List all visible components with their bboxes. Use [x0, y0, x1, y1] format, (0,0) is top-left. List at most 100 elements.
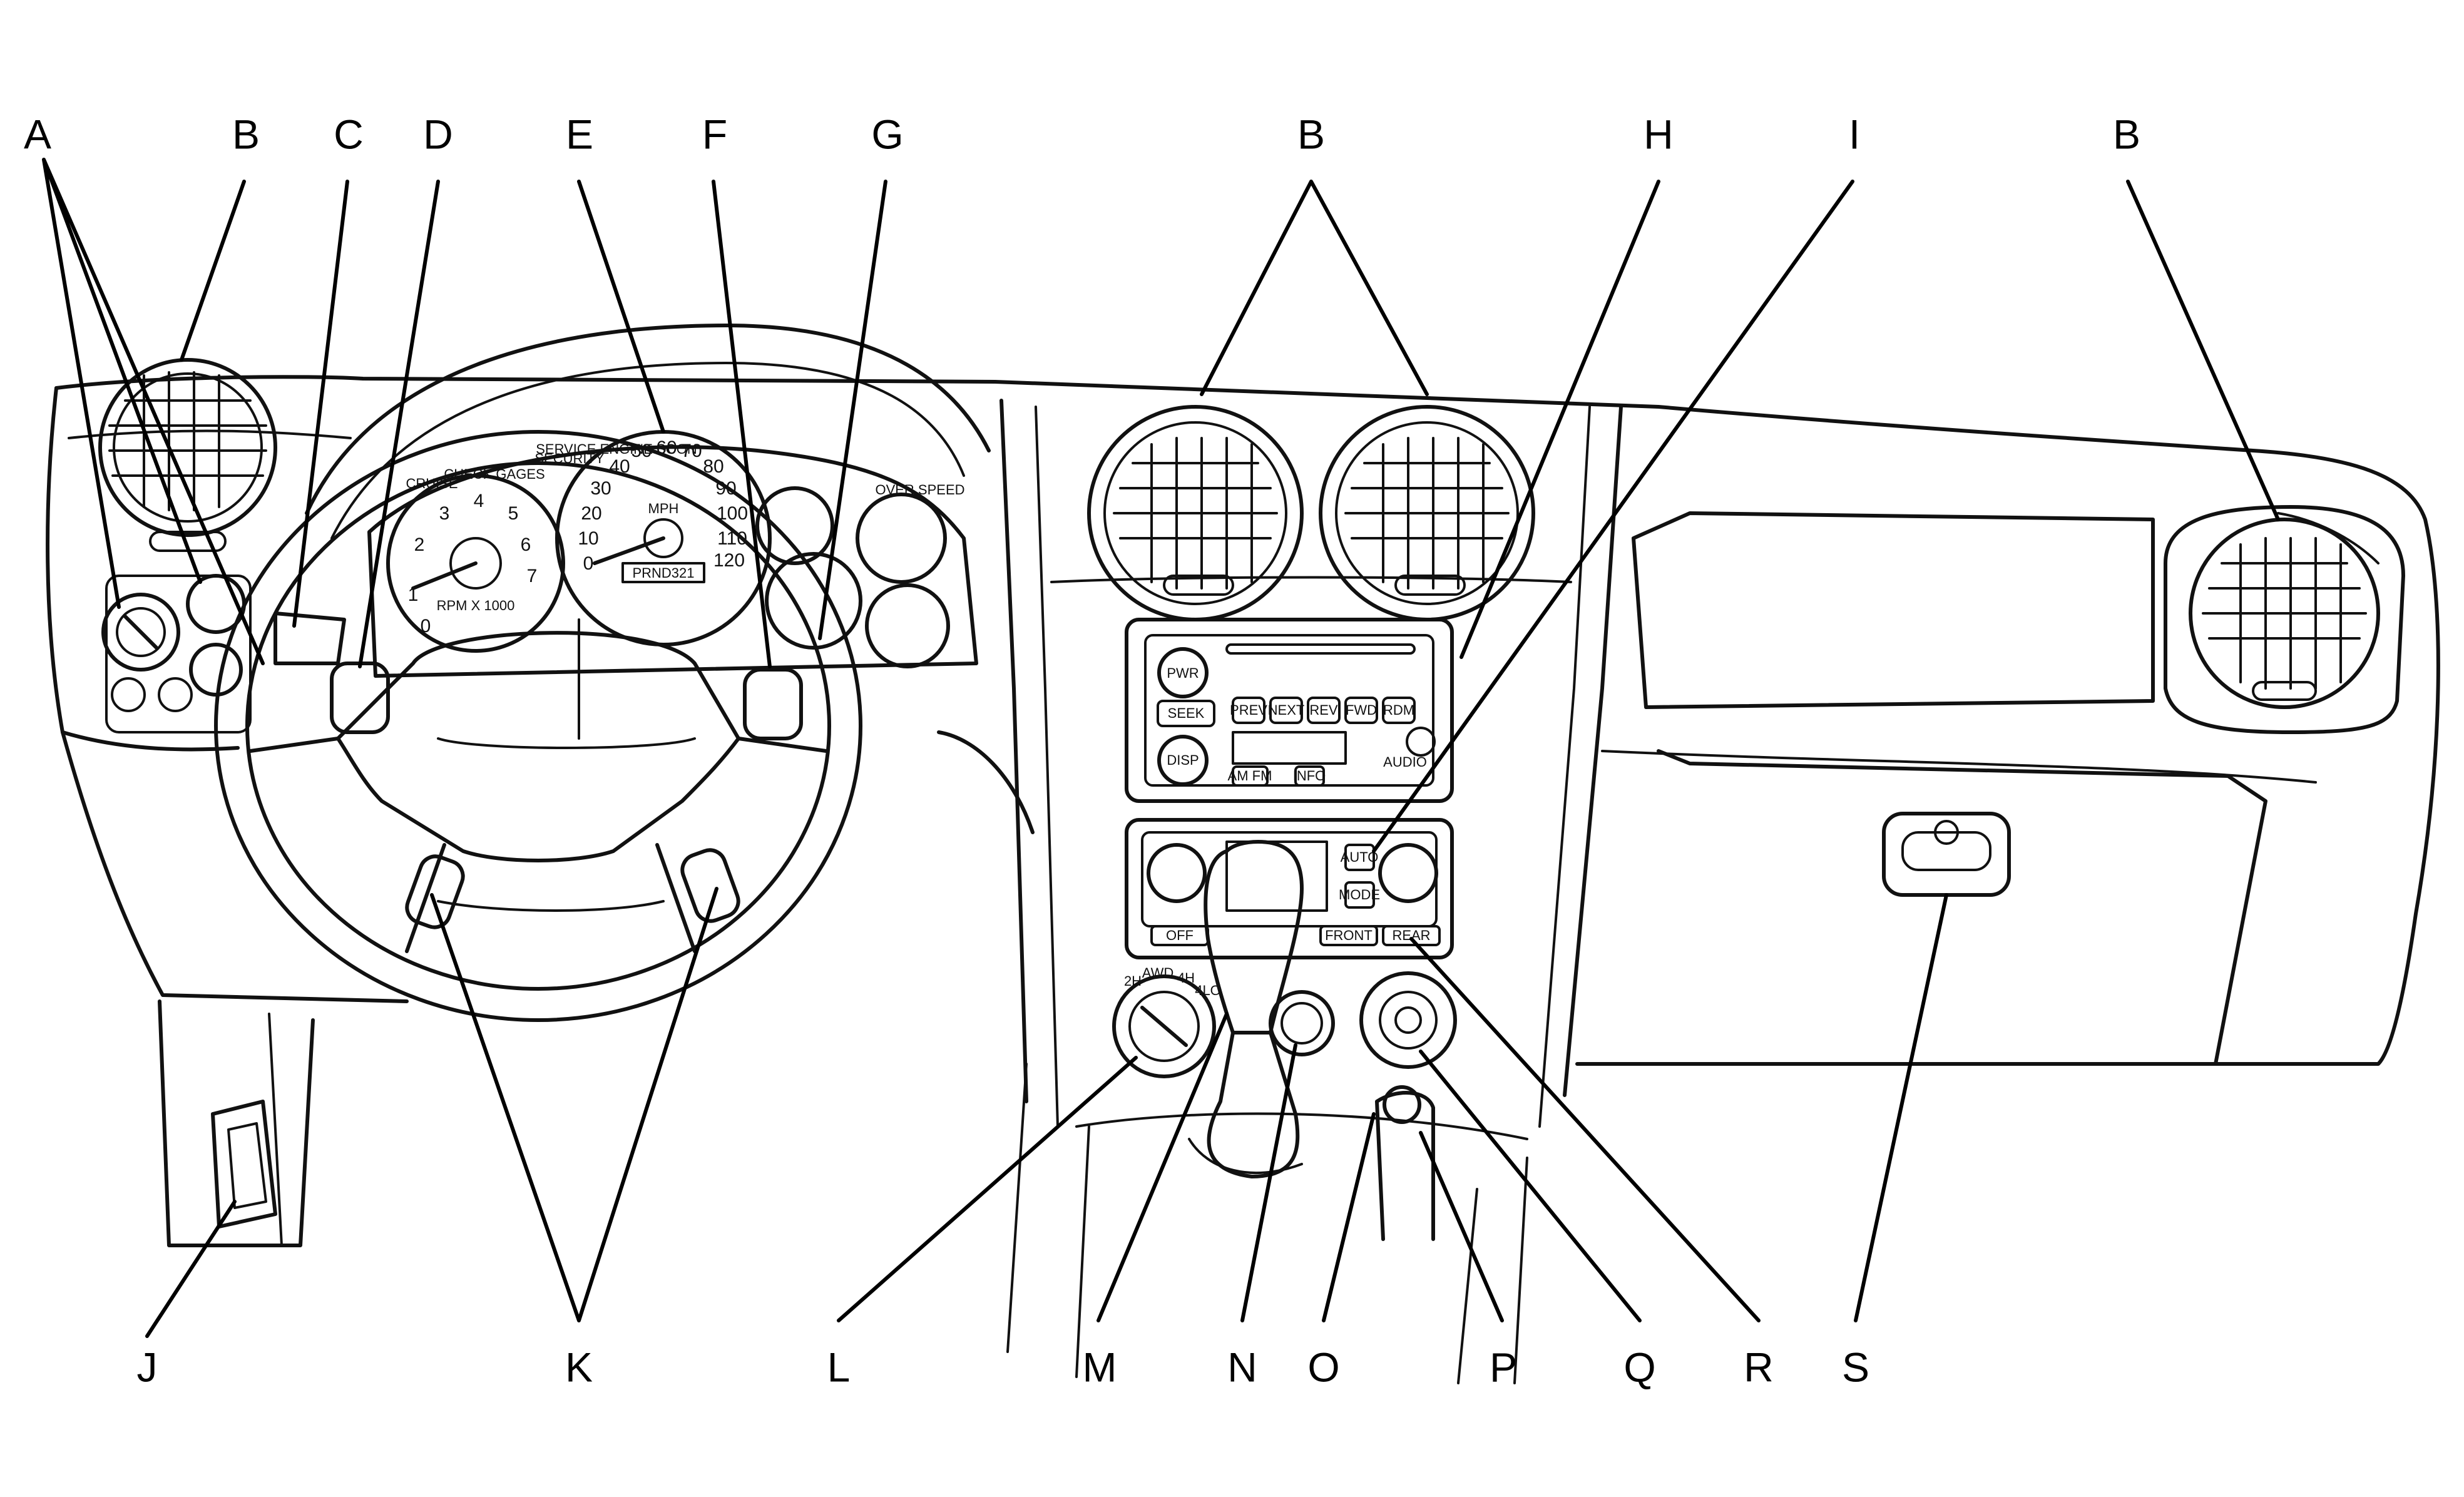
audio-label: AUDIO — [1383, 754, 1427, 770]
callout-s: S — [1842, 1344, 1869, 1390]
service-engine-label: SERVICE ENGINE SOON — [536, 441, 697, 457]
auto-button[interactable] — [1344, 844, 1375, 871]
transfer-awd-label: AWD — [1142, 965, 1174, 981]
mode-label: MODE — [1339, 887, 1380, 902]
callout-b-center: B — [1297, 111, 1325, 157]
callout-k: K — [565, 1344, 593, 1390]
tach-number-6: 6 — [521, 534, 531, 555]
tach-number-7: 7 — [527, 566, 538, 586]
cd-slot — [1225, 643, 1416, 655]
transfer-2h-label: 2H — [1124, 973, 1142, 989]
speed-number-0: 0 — [583, 553, 594, 574]
prndl-indicator: PRND321 — [632, 565, 694, 581]
rear-defrost-button[interactable] — [1382, 925, 1441, 946]
temp-gauge — [865, 583, 950, 668]
speed-number-70: 70 — [681, 441, 702, 461]
callout-r: R — [1744, 1344, 1774, 1390]
speed-number-30: 30 — [590, 478, 611, 499]
tach-number-4: 4 — [474, 491, 484, 511]
power-knob[interactable] — [1157, 647, 1209, 698]
callout-o: O — [1307, 1344, 1339, 1390]
fwd-button[interactable] — [1344, 697, 1378, 724]
info-button[interactable] — [1294, 765, 1325, 787]
center-right-air-vent — [1319, 405, 1535, 621]
fuel-gauge — [765, 552, 862, 650]
mode-button[interactable] — [1344, 881, 1375, 909]
speed-unit-label: MPH — [648, 501, 679, 516]
tach-unit-label: RPM X 1000 — [437, 598, 515, 613]
fan-knob[interactable] — [1147, 843, 1207, 903]
voltmeter-gauge — [856, 493, 947, 584]
prev-label: PREV — [1230, 702, 1267, 718]
right-wheel-control[interactable] — [743, 668, 803, 740]
turn-signal-lever[interactable] — [273, 611, 346, 665]
callout-j: J — [137, 1344, 158, 1390]
callout-d: D — [423, 111, 453, 157]
next-button[interactable] — [1269, 697, 1303, 724]
tach-number-1: 1 — [408, 585, 419, 605]
rdm-label: RDM — [1383, 702, 1414, 718]
tach-number-3: 3 — [439, 503, 450, 524]
prev-button[interactable] — [1232, 697, 1265, 724]
transfer-case-switch[interactable]: 2H AWD 4H 4LO — [1112, 965, 1221, 1078]
tach-number-0: 0 — [421, 616, 431, 636]
right-air-vent — [2164, 505, 2405, 734]
glove-box-latch[interactable] — [1882, 812, 2011, 897]
tune-knob[interactable] — [1157, 735, 1209, 786]
callout-n: N — [1227, 1344, 1257, 1390]
accessory-power-outlet[interactable] — [1269, 990, 1335, 1056]
leader-lines — [42, 158, 2280, 1338]
tachometer — [386, 474, 565, 653]
right-lower-wheel-control[interactable] — [678, 846, 742, 925]
rev-button[interactable] — [1307, 697, 1341, 724]
climate-display — [1225, 840, 1328, 912]
next-label: NEXT — [1268, 702, 1305, 718]
callout-f: F — [702, 111, 727, 157]
shift-lever[interactable] — [1188, 840, 1304, 1178]
callout-b-left: B — [232, 111, 260, 157]
rev-label: REV — [1309, 702, 1338, 718]
off-label: OFF — [1166, 927, 1194, 943]
hood-release-lever[interactable] — [211, 1100, 277, 1229]
front-defrost-button[interactable] — [1319, 925, 1378, 946]
parking-brake-handle[interactable] — [1375, 1085, 1435, 1241]
center-left-air-vent — [1087, 405, 1304, 621]
transfer-4h-label: 4H — [1177, 970, 1195, 986]
callout-c: C — [334, 111, 364, 157]
headlamp-switch-cluster — [101, 574, 252, 733]
speed-number-20: 20 — [581, 503, 601, 524]
seek-button[interactable] — [1157, 700, 1215, 727]
front-label: FRONT — [1325, 927, 1373, 943]
speed-number-120: 120 — [713, 550, 745, 571]
callout-g: G — [871, 111, 903, 157]
temperature-knob[interactable] — [1378, 843, 1438, 903]
oil-gauge — [755, 486, 834, 565]
callout-b-right: B — [2113, 111, 2140, 157]
callout-h: H — [1644, 111, 1674, 157]
fwd-label: FWD — [1346, 702, 1377, 718]
audio-knob[interactable] — [1406, 727, 1436, 757]
power-label: PWR — [1167, 665, 1199, 681]
rdm-button[interactable] — [1382, 697, 1416, 724]
left-lower-wheel-control[interactable] — [402, 852, 467, 931]
radio-unit: PWR DISP SEEK PREV NEXT REV FWD RDM AUDI… — [1125, 618, 1454, 803]
callout-labels: A B C D E F G B H I B J K L M N O P Q R … — [24, 111, 2140, 1390]
callout-p: P — [1490, 1344, 1517, 1390]
callout-m: M — [1083, 1344, 1117, 1390]
callout-e: E — [566, 111, 593, 157]
left-air-vent — [98, 358, 277, 552]
band-label: AM FM — [1228, 768, 1272, 784]
callout-l: L — [827, 1344, 851, 1390]
tach-number-5: 5 — [508, 503, 519, 524]
band-button[interactable] — [1232, 765, 1269, 787]
callout-i: I — [1849, 111, 1860, 157]
speed-number-10: 10 — [578, 528, 598, 549]
disp-label: DISP — [1167, 752, 1199, 768]
rear-window-switch[interactable] — [1359, 971, 1457, 1069]
seek-label: SEEK — [1168, 705, 1205, 721]
climate-control: AUTO MODE OFF FRONT REAR — [1125, 818, 1454, 959]
overspeed-label: OVER SPEED — [875, 482, 964, 498]
transfer-4lo-label: 4LO — [1195, 983, 1221, 998]
radio-display — [1232, 731, 1347, 765]
